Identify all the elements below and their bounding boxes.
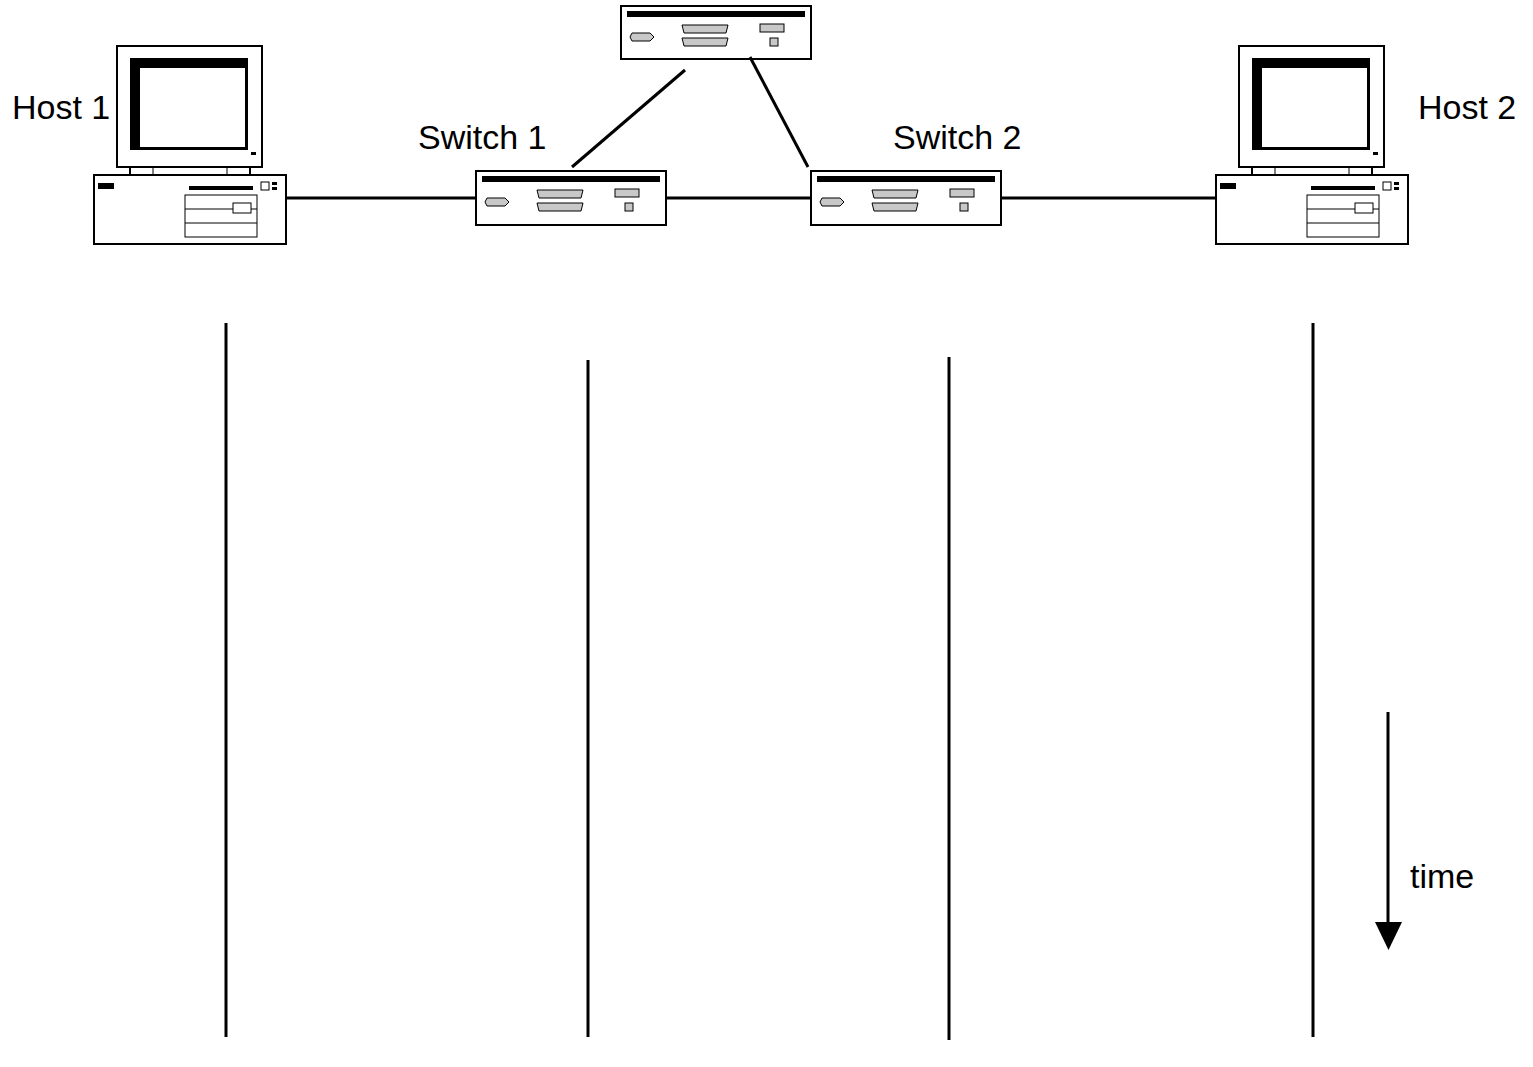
network-link [1002,197,1215,200]
host-computer: Host 1 [93,45,287,245]
switch-button [625,203,633,211]
power-button [1383,182,1391,190]
switch-housing [621,6,811,59]
tower-badge [98,183,114,189]
switch-port [820,198,844,206]
power-light [272,182,277,185]
network-link [667,197,810,200]
time-arrowhead [1375,922,1402,950]
switch-housing [476,171,666,225]
host-computer: Host 2 [1215,45,1409,245]
monitor-screen-border [130,58,248,150]
switch-slot [872,203,918,211]
wire [572,70,685,167]
drive-line [1307,223,1379,224]
switch-slot [537,190,583,198]
switch-bar [627,11,805,17]
computer-icon [93,45,287,245]
power-light [1394,182,1399,185]
drive-door [1355,203,1373,213]
monitor-stand [1252,167,1372,175]
network-link [287,197,475,200]
device-label: Host 1 [12,88,110,127]
drive-door [233,203,251,213]
stand-line [1349,167,1350,175]
switch-button [960,203,968,211]
switch-bar [817,176,995,182]
drive-slot [1311,186,1375,190]
monitor-light [1373,152,1378,155]
power-light [1394,187,1399,190]
switch-slot [682,38,728,46]
switch-icon [475,170,667,226]
computer-icon [1215,45,1409,245]
monitor-screen [140,68,245,147]
drive-line [185,223,257,224]
monitor-stand [130,167,250,175]
switch-port [485,198,509,206]
timeline [587,360,590,1037]
device-label: Switch 2 [893,118,1022,157]
time-arrow [1387,712,1390,926]
device-label: Switch 1 [418,118,547,157]
stand-line [153,167,154,175]
power-light [272,187,277,190]
switch-bar [482,176,660,182]
switch-light [950,189,974,197]
monitor-frame [117,46,262,167]
device-label: Host 2 [1418,88,1516,127]
switch-slot [537,203,583,211]
switch-button [770,38,778,46]
switch-icon [621,6,811,59]
monitor-screen-border [1252,58,1370,150]
switch-light [615,189,639,197]
tower-badge [1220,183,1236,189]
stand-line [227,167,228,175]
timeline [1312,323,1315,1037]
switch-slot [872,190,918,198]
switch-slot [682,25,728,33]
tower-case [94,175,286,244]
timeline [225,323,228,1037]
power-button [261,182,269,190]
monitor-screen [1262,68,1367,147]
wire [750,57,808,167]
drive-slot [189,186,253,190]
drive-bay [1307,195,1379,237]
network-switch: Switch 2 [810,170,1002,226]
switch-icon [810,170,1002,226]
switch-port [630,33,654,41]
switch-light [760,24,784,32]
monitor-frame [1239,46,1384,167]
timeline [948,357,951,1040]
network-switch: Switch 1 [475,170,667,226]
drive-bay [185,195,257,237]
monitor-light [251,152,256,155]
axis-label: time [1410,857,1474,896]
switch-housing [811,171,1001,225]
stand-line [1275,167,1276,175]
tower-case [1216,175,1408,244]
